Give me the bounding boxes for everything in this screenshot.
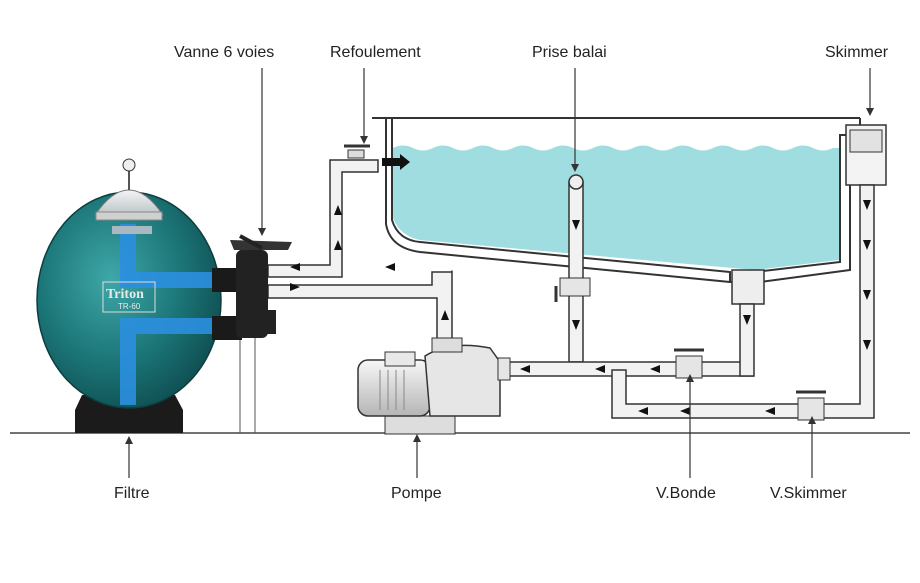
- label-prise-balai: Prise balai: [532, 44, 607, 61]
- label-vanne-6-voies: Vanne 6 voies: [174, 44, 275, 61]
- label-pompe: Pompe: [391, 485, 442, 502]
- filter-brand: Triton: [106, 287, 144, 302]
- valves: [344, 144, 826, 421]
- leader-lines: [125, 68, 874, 478]
- label-skimmer: Skimmer: [825, 44, 889, 61]
- pump: [357, 337, 511, 435]
- flow-arrows: [290, 154, 871, 415]
- pool-water: [393, 145, 839, 270]
- filter-tank: Triton TR-60: [36, 158, 242, 433]
- label-filtre: Filtre: [114, 485, 150, 502]
- label-refoulement: Refoulement: [330, 44, 421, 61]
- label-v-bonde: V.Bonde: [656, 485, 716, 502]
- skimmer-box: [845, 124, 887, 186]
- label-v-skimmer: V.Skimmer: [770, 485, 847, 502]
- six-way-valve: [230, 234, 292, 338]
- filter-model: TR-60: [118, 302, 141, 311]
- pool-basin: [372, 117, 861, 305]
